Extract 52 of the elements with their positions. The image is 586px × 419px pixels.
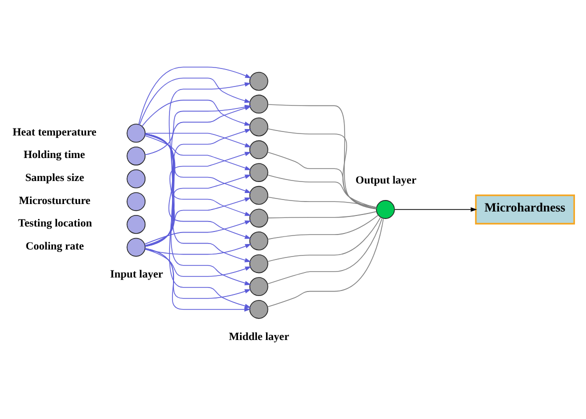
node-circle (249, 140, 268, 160)
connector (267, 218, 384, 308)
arrow (144, 248, 252, 277)
node-circle (249, 232, 268, 250)
node-circle (249, 300, 268, 319)
node-label: Cooling rate (26, 240, 84, 252)
node-circle (126, 146, 146, 166)
arrow (144, 174, 252, 246)
arrow (144, 244, 252, 255)
arrow (144, 198, 252, 246)
arrow (144, 134, 252, 193)
node-label: Testing location (18, 218, 92, 230)
arrow (144, 248, 252, 299)
node-circle (249, 94, 268, 114)
connector (267, 218, 382, 284)
node-circle (249, 277, 268, 296)
connector (268, 104, 377, 210)
node-circle (249, 208, 268, 228)
connector (267, 214, 379, 240)
arrow (144, 220, 252, 244)
connector (267, 152, 377, 209)
connector (267, 196, 377, 208)
node-label: Holding time (24, 149, 86, 162)
node-box: Microhardness (475, 194, 575, 224)
arrow (144, 134, 252, 216)
connector (267, 216, 382, 262)
label: Middle layer (228, 330, 290, 343)
arrow (145, 132, 252, 148)
arrow (144, 248, 251, 312)
node-circle (249, 254, 268, 274)
node-circle (126, 169, 146, 188)
label: Input layer (110, 268, 164, 281)
node-circle (249, 72, 268, 91)
label: Output layer (356, 174, 416, 186)
node-circle (126, 238, 146, 257)
node-circle (126, 124, 146, 143)
arrow (144, 134, 252, 262)
node-circle (126, 192, 146, 212)
node-label: Microsturcture (18, 194, 90, 207)
node-circle (126, 215, 146, 234)
node-label: Samples size (25, 172, 84, 184)
connector (267, 128, 377, 210)
connector (268, 211, 377, 218)
node-circle (376, 200, 395, 219)
node-label: Heat temperature (12, 126, 96, 138)
arrow (394, 207, 478, 212)
arrow (144, 152, 252, 247)
node-circle (249, 163, 268, 182)
connector (267, 174, 377, 208)
node-circle (249, 117, 268, 136)
arrow (144, 135, 252, 170)
node-circle (249, 186, 268, 205)
